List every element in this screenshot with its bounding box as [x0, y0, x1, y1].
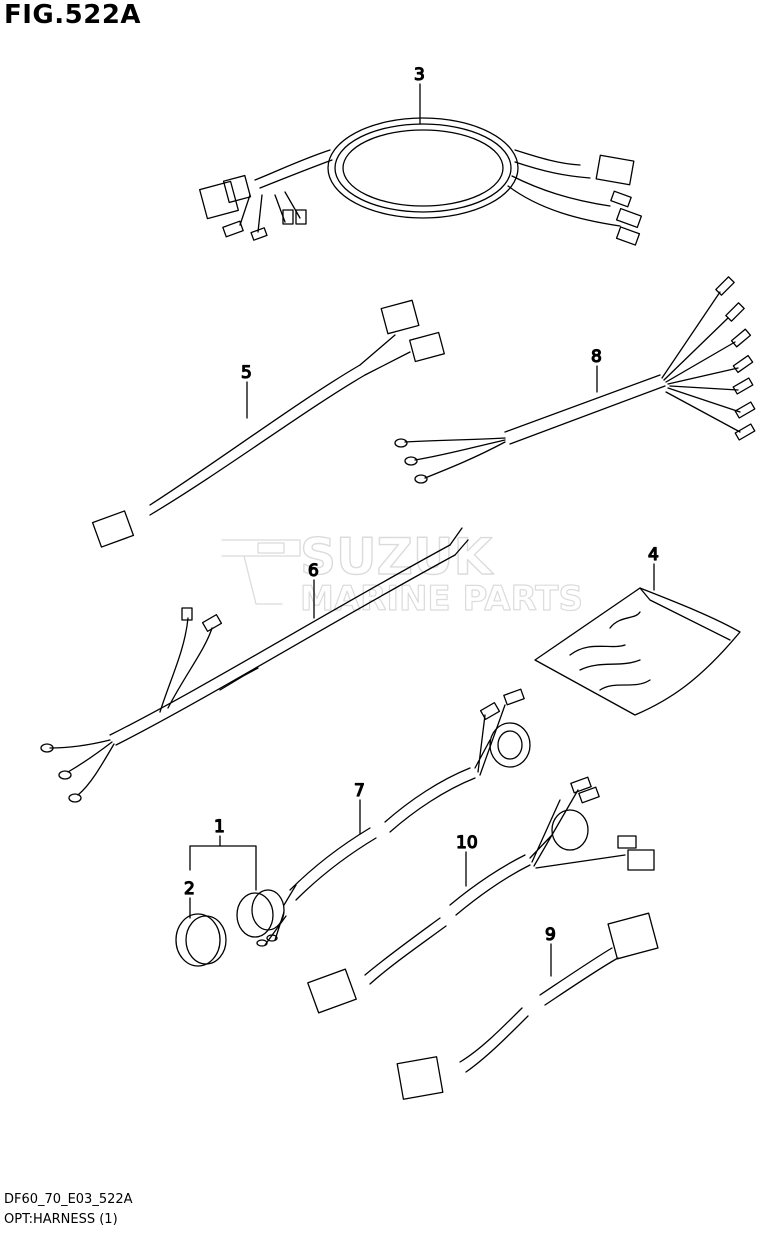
watermark-subtitle: MARINE PARTS — [300, 579, 583, 619]
part-1-2-socket — [175, 835, 297, 967]
part-3-harness — [199, 83, 643, 246]
part-9-harness — [396, 912, 659, 1100]
callout-1: 1 — [214, 817, 225, 837]
part-5-harness — [91, 299, 445, 548]
figure-title: FIG.522A — [4, 0, 142, 30]
callout-2: 2 — [184, 879, 195, 899]
callout-3: 3 — [414, 65, 425, 85]
part-8-harness — [394, 276, 756, 484]
callout-6: 6 — [308, 561, 319, 581]
callout-8: 8 — [591, 347, 602, 367]
part-7-harness — [289, 688, 531, 901]
callout-4: 4 — [648, 545, 659, 565]
part-4-bag — [534, 563, 741, 716]
drawing-code: DF60_70_E03_522A — [4, 1192, 133, 1207]
part-10-harness — [307, 776, 655, 1014]
callout-5: 5 — [241, 363, 252, 383]
watermark-brand: SUZUK — [300, 528, 494, 586]
watermark-logo-icon — [221, 539, 301, 605]
callout-7: 7 — [354, 781, 365, 801]
drawing-name: OPT:HARNESS (1) — [4, 1212, 118, 1227]
part-6-harness — [40, 527, 469, 803]
callout-9: 9 — [545, 925, 556, 945]
watermark: SUZUK MARINE PARTS — [221, 527, 584, 620]
callout-10: 10 — [456, 833, 478, 853]
